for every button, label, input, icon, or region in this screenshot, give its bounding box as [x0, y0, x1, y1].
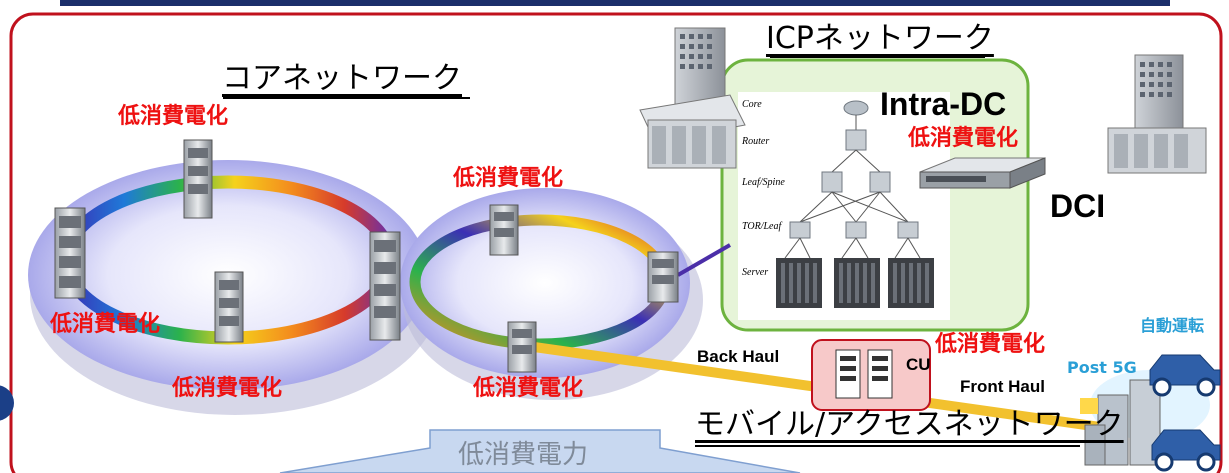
car-icon [1151, 429, 1221, 472]
dci-label: DCI [1050, 188, 1106, 224]
core-network-title: コアネットワーク [222, 61, 462, 96]
equipment-racks [54, 139, 679, 373]
haul-line [519, 340, 1101, 432]
back-haul-label: Back Haul [697, 347, 780, 366]
autonomous-driving-label: 自動運転 [1140, 316, 1205, 335]
rack-icon [54, 207, 86, 299]
page-marker-circle [0, 385, 14, 421]
dci-transponder-icon [919, 157, 1046, 189]
mobile-access-network-title: モバイル/アクセスネットワーク [695, 407, 1124, 442]
low-power-label-core-top: 低消費電化 [118, 104, 229, 129]
low-power-label-metro-bottom: 低消費電化 [473, 376, 584, 401]
rack-icon [489, 204, 519, 256]
low-power-label-dc: 低消費電化 [908, 126, 1019, 151]
cu-label: CU [906, 355, 931, 374]
rack-icon [507, 321, 537, 373]
tier-label-router: Router [742, 136, 770, 147]
rack-icon [369, 231, 401, 341]
car-icon [1149, 354, 1221, 397]
rack-icon [183, 139, 213, 219]
outer-frame [9, 12, 1223, 473]
header-strip [60, 0, 1170, 6]
low-power-label-core-left: 低消費電化 [50, 312, 161, 337]
metro-dc-link [677, 243, 731, 277]
low-power-label-metro-top: 低消費電化 [453, 166, 564, 191]
bottom-arrow [279, 429, 801, 473]
post-5g-label: Post 5G [1067, 358, 1137, 377]
low-power-label-mobile: 低消費電化 [935, 332, 1046, 357]
tier-label-core: Core [742, 99, 762, 110]
intra-dc-label: Intra-DC [880, 86, 1007, 122]
tier-label-leaf-spine: Leaf/Spine [742, 177, 785, 188]
rack-icon [214, 271, 244, 343]
dc-tier-diagram [738, 92, 950, 320]
icp-network-title: ICPネットワーク [766, 21, 994, 56]
icp-building-icon [639, 27, 746, 169]
city-buildings-icon [1080, 370, 1210, 466]
low-power-arrow-label: 低消費電力 [458, 440, 589, 470]
tier-label-server: Server [742, 267, 769, 278]
tier-label-tor-leaf: TOR/Leaf [742, 221, 782, 232]
metro-ring [400, 188, 703, 400]
rack-icon [647, 251, 679, 303]
cu-box [811, 339, 931, 411]
remote-dc-building-icon [1107, 54, 1207, 174]
low-power-label-core-bottom: 低消費電化 [172, 376, 283, 401]
front-haul-label: Front Haul [960, 377, 1045, 396]
